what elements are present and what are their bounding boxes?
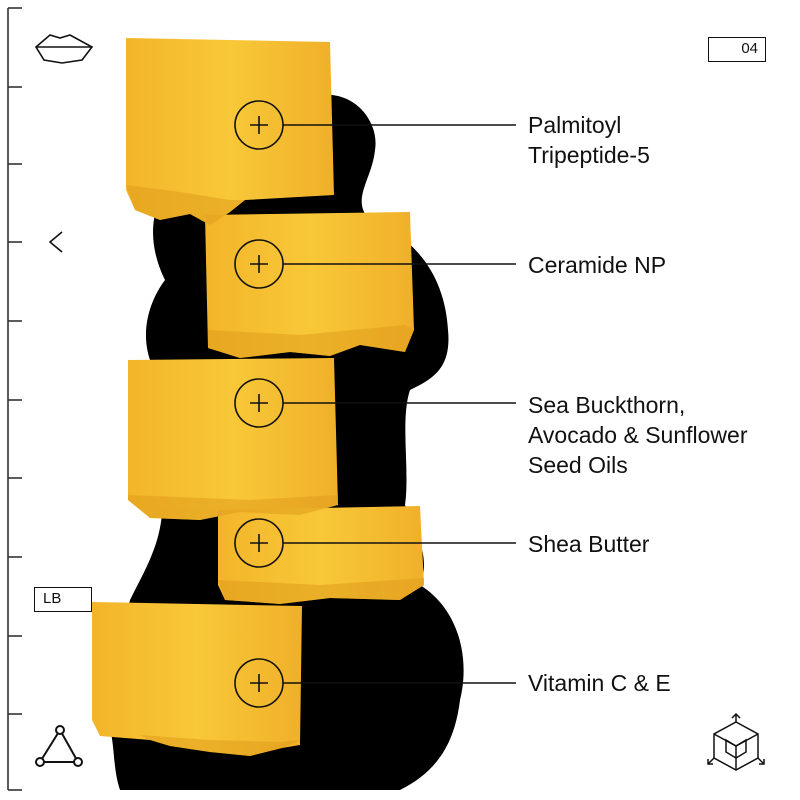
ingredient-label-line: Vitamin C & E <box>528 670 671 696</box>
ingredient-label-5: Vitamin C & E <box>528 668 671 698</box>
ingredient-label-line: Seed Oils <box>528 452 628 478</box>
ingredient-label-1: Palmitoyl Tripeptide-5 <box>528 110 650 170</box>
plus-circle-icon[interactable] <box>234 378 284 428</box>
corner-tag: LB <box>34 587 92 612</box>
balm-slice-2 <box>205 212 414 358</box>
ingredient-label-4: Shea Butter <box>528 529 649 559</box>
balm-slice-5 <box>92 602 302 756</box>
ingredient-label-3: Sea Buckthorn, Avocado & Sunflower Seed … <box>528 390 748 480</box>
ingredient-label-line: Sea Buckthorn, <box>528 392 686 418</box>
ingredient-label-line: Palmitoyl <box>528 112 622 138</box>
ingredient-label-line: Avocado & Sunflower <box>528 422 748 448</box>
hotspots <box>234 100 516 708</box>
plus-circle-icon[interactable] <box>234 100 284 150</box>
lips-icon <box>34 34 94 64</box>
triangle-molecule-icon <box>35 725 83 767</box>
balm-slices <box>92 38 424 756</box>
back-button[interactable] <box>40 226 72 258</box>
balm-slice-1 <box>126 38 334 225</box>
balm-slice-3 <box>128 358 338 520</box>
ingredient-label-2: Ceramide NP <box>528 250 666 280</box>
chevron-left-icon <box>48 231 63 253</box>
balm-slice-4 <box>218 506 424 604</box>
left-ruler <box>7 7 22 791</box>
ingredient-label-line: Shea Butter <box>528 531 650 557</box>
ingredient-label-line: Tripeptide-5 <box>528 142 650 168</box>
balm-shading <box>126 185 424 756</box>
plus-circle-icon[interactable] <box>234 518 284 568</box>
ingredient-label-line: Ceramide NP <box>528 252 667 278</box>
plus-circle-icon[interactable] <box>234 239 284 289</box>
3d-cube-axes-icon <box>707 712 765 771</box>
plus-circle-icon[interactable] <box>234 658 284 708</box>
page-number-badge: 04 <box>708 37 766 62</box>
